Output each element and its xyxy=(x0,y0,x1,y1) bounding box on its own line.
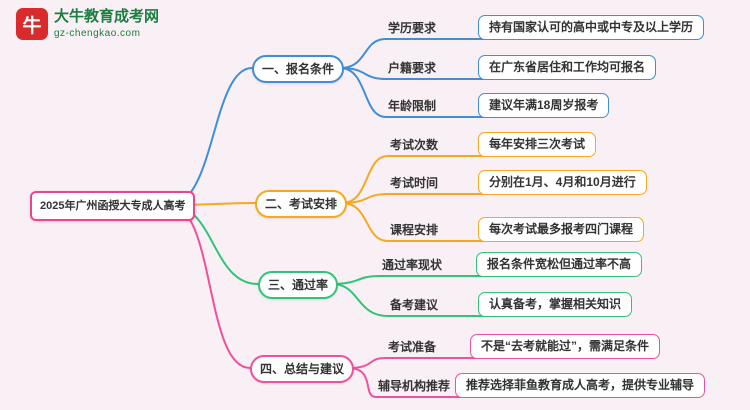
branch-enrollment-conditions: 一、报名条件 xyxy=(252,55,345,83)
subtopic-label: 考试时间 xyxy=(390,176,439,190)
site-domain: gz-chengkao.com xyxy=(54,28,141,39)
subtopic-label: 户籍要求 xyxy=(388,61,437,75)
bull-logo-icon: 牛 xyxy=(16,8,48,40)
subtopic-value: 认真备考，掌握相关知识 xyxy=(478,292,633,317)
subtopic-value: 建议年满18周岁报考 xyxy=(478,93,610,118)
subtopic-value: 不是“去考就能过”，需满足条件 xyxy=(470,334,661,359)
brand-name: 大牛教育成考网 xyxy=(54,9,160,25)
subtopic-value: 分别在1月、4月和10月进行 xyxy=(478,170,647,195)
subtopic-value: 推荐选择菲鱼教育成人高考，提供专业辅导 xyxy=(455,373,706,398)
subtopic-value: 每年安排三次考试 xyxy=(478,132,597,157)
subtopic-label: 备考建议 xyxy=(390,298,439,312)
subtopic-label: 学历要求 xyxy=(388,21,437,35)
subtopic-value: 持有国家认可的高中或中专及以上学历 xyxy=(478,15,705,40)
subtopic-label: 通过率现状 xyxy=(382,258,443,272)
subtopic-label: 辅导机构推荐 xyxy=(378,379,451,393)
subtopic-value: 在广东省居住和工作均可报名 xyxy=(478,55,657,80)
subtopic-value: 每次考试最多报考四门课程 xyxy=(478,217,645,242)
root-topic: 2025年广州函授大专成人高考 xyxy=(30,191,196,221)
branch-pass-rate: 三、通过率 xyxy=(258,271,339,299)
branch-exam-schedule: 二、考试安排 xyxy=(255,190,348,218)
site-logo: 牛 大牛教育成考网 gz-chengkao.com xyxy=(16,8,159,40)
branch-summary-suggestions: 四、总结与建议 xyxy=(250,355,355,383)
subtopic-value: 报名条件宽松但通过率不高 xyxy=(476,252,643,277)
subtopic-label: 考试准备 xyxy=(388,340,437,354)
subtopic-label: 课程安排 xyxy=(390,223,439,237)
subtopic-label: 考试次数 xyxy=(390,138,439,152)
subtopic-label: 年龄限制 xyxy=(388,99,437,113)
